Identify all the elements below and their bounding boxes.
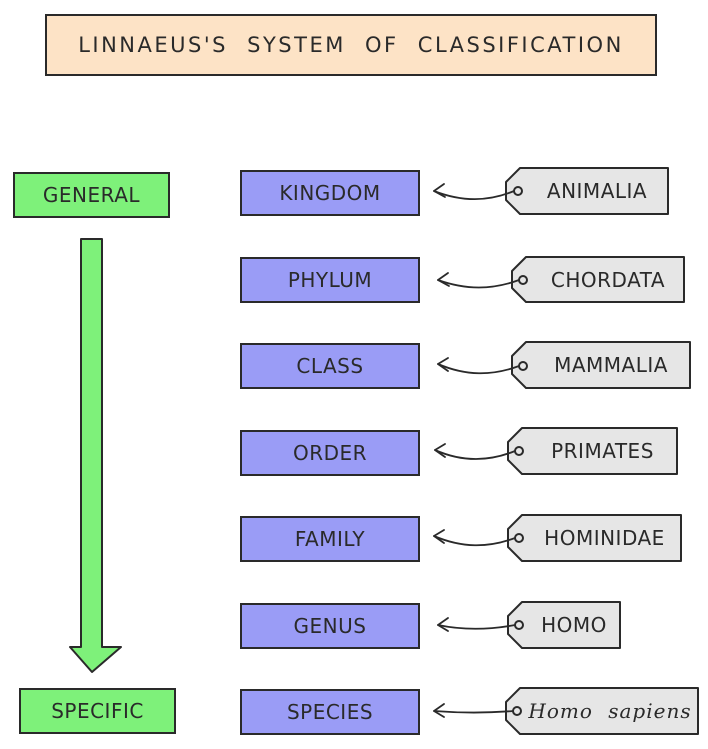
connector-arrow-genus — [437, 617, 516, 632]
diagram-title: LINNAEUS'S SYSTEM OF CLASSIFICATION — [45, 14, 657, 76]
general-label: GENERAL — [13, 172, 170, 218]
connector-arrow-class — [437, 357, 520, 375]
rank-species: SPECIES — [240, 689, 420, 735]
connector-arrow-family — [433, 529, 516, 547]
rank-kingdom: KINGDOM — [240, 170, 420, 216]
rank-genus: GENUS — [240, 603, 420, 649]
tag-order — [507, 427, 678, 475]
general-to-specific-arrow — [69, 238, 122, 673]
tag-kingdom — [505, 167, 669, 215]
connector-arrow-phylum — [437, 272, 520, 289]
tag-family — [507, 514, 682, 562]
tag-phylum — [511, 256, 685, 303]
rank-family: FAMILY — [240, 516, 420, 562]
connector-arrow-order — [434, 443, 516, 461]
rank-class: CLASS — [240, 343, 420, 389]
tag-class — [511, 341, 691, 389]
connector-arrow-species — [433, 703, 514, 718]
tag-species — [505, 687, 699, 735]
specific-label: SPECIFIC — [19, 688, 176, 734]
tag-genus — [507, 601, 621, 649]
rank-phylum: PHYLUM — [240, 257, 420, 303]
rank-order: ORDER — [240, 430, 420, 476]
connector-arrow-kingdom — [433, 183, 515, 201]
